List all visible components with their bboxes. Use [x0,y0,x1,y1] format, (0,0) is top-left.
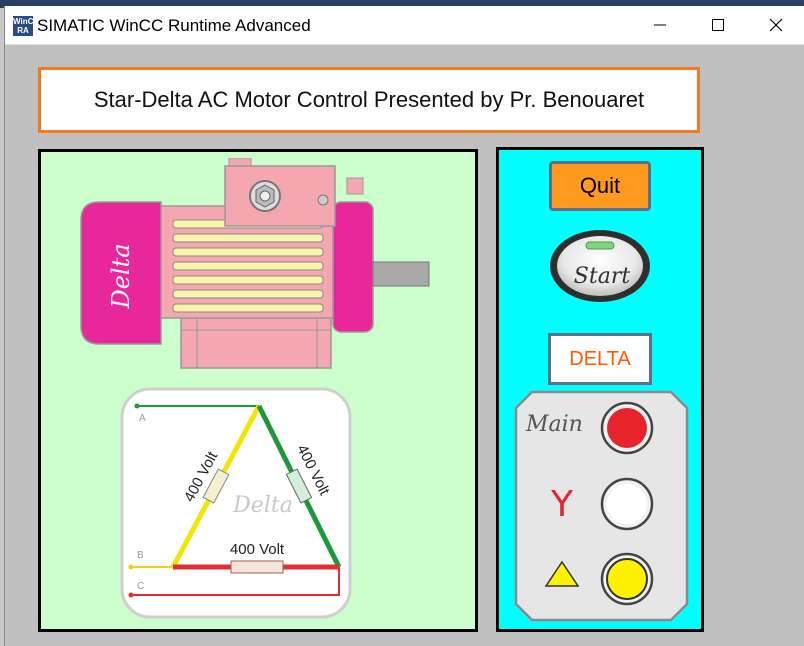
motor-panel: Delta A B C 400 Volt 400 V [38,149,478,632]
motor-fins [172,219,324,313]
mode-display: DELTA [548,333,652,385]
close-icon [769,18,783,32]
indicator-panel: Y [514,390,689,622]
runtime-window: WinC RA SIMATIC WinCC Runtime Advanced S… [4,6,804,646]
wincc-app-icon: WinC RA [13,16,34,36]
header-title: Star-Delta AC Motor Control Presented by… [38,67,700,133]
close-button[interactable] [747,6,804,44]
quit-button[interactable]: Quit [549,161,651,211]
star-indicator-lamp [607,484,647,524]
motor-shaft [372,261,430,287]
minimize-icon [654,24,666,26]
background-window-strip [0,0,804,8]
maximize-button[interactable] [689,6,747,44]
main-indicator-lamp [607,408,647,448]
motor-front-cap [80,201,162,345]
delta-symbol-icon [544,560,580,587]
motor-end-cap [332,201,374,333]
delta-indicator-lamp [606,558,648,600]
phase-a-label: A [139,413,146,424]
voltage-label-bottom: 400 Volt [230,541,285,558]
start-button-label: Start [574,264,631,289]
main-lamp-label: Main [526,412,583,437]
motor-graphic: Delta [80,158,430,369]
window-title: SIMATIC WinCC Runtime Advanced [37,16,311,35]
start-led-icon [585,241,615,250]
maximize-icon [712,19,724,31]
start-button-face [557,236,643,296]
resistor-right [285,468,313,504]
resistor-bottom [230,560,284,574]
phase-c-label: C [137,581,144,592]
control-panel: Quit Start DELTA Y [496,147,704,632]
motor-connection-label: Delta [107,243,135,309]
minimize-button[interactable] [631,6,689,44]
resistor-left [202,468,230,504]
star-symbol-icon: Y [550,484,574,525]
phase-b-label: B [137,550,144,561]
title-bar[interactable]: WinC RA SIMATIC WinCC Runtime Advanced [5,6,804,45]
diagram-connection-label: Delta [232,493,293,518]
start-button[interactable]: Start [546,228,654,304]
delta-wiring-diagram: A B C 400 Volt 400 Volt 400 Volt Delta [120,387,352,619]
